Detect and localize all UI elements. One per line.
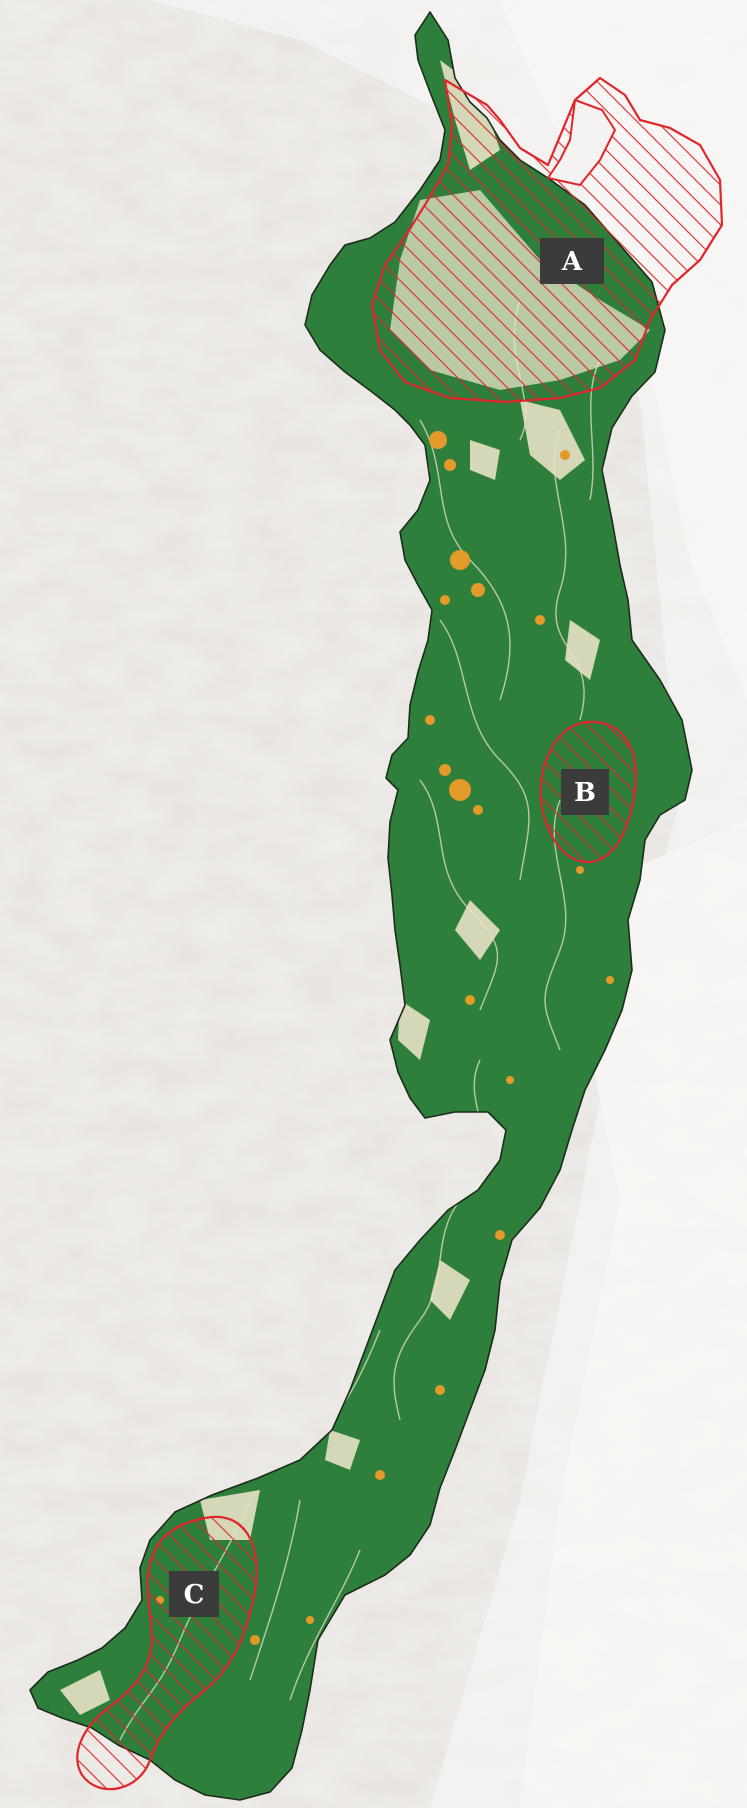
- region-label-a-box: [540, 238, 604, 284]
- region-label-a-text: A: [561, 247, 583, 277]
- region-label-c-text: C: [184, 1580, 205, 1610]
- region-label-a: A: [540, 238, 604, 284]
- region-label-c: C: [169, 1571, 219, 1617]
- degraded-forest: [145, 431, 614, 1645]
- region-label-c-box: [169, 1571, 219, 1617]
- region-label-b-box: [561, 769, 609, 815]
- region-label-b-text: B: [574, 778, 596, 808]
- region-boundary: [29, 11, 693, 1801]
- region-label-b: B: [561, 769, 609, 815]
- hotspot-a-inlet: [547, 99, 616, 186]
